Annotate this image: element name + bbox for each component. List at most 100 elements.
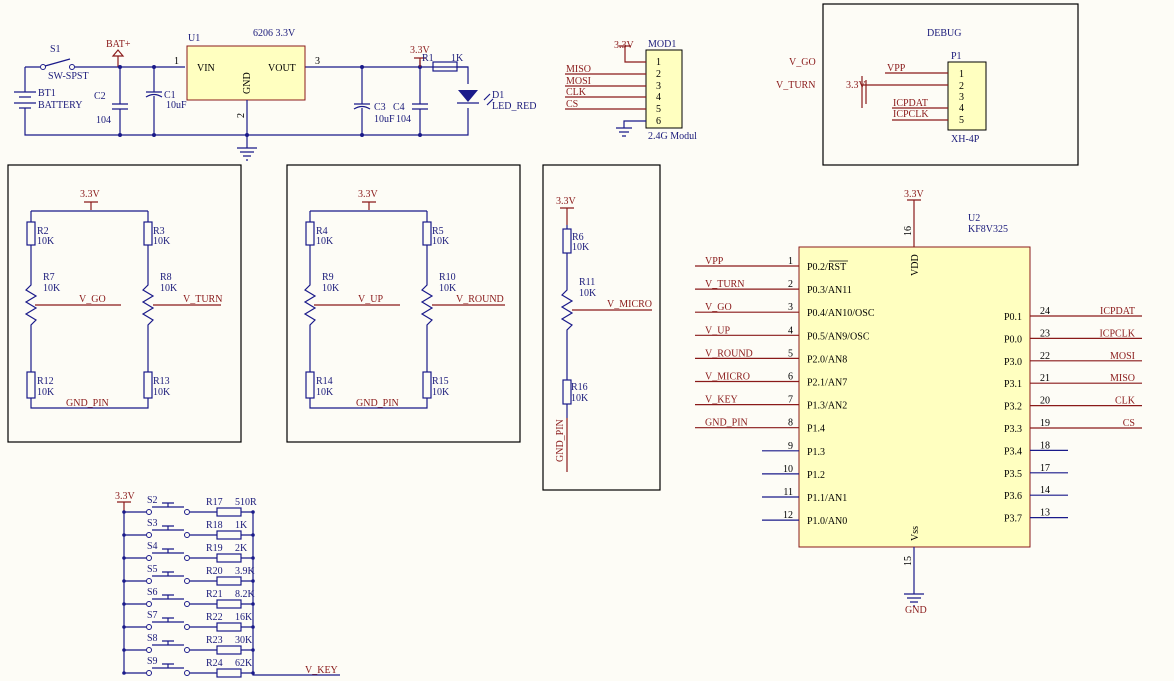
- mcu-right-pin-number: 22: [1040, 351, 1050, 362]
- u2-part: KF8V325: [968, 224, 1008, 235]
- pot3-r11: R11: [579, 277, 595, 288]
- pot3-r11-val: 10K: [579, 288, 597, 299]
- key-switch-ref: S2: [147, 495, 158, 506]
- key-switch-contact: [184, 601, 190, 607]
- key-resistor: [216, 507, 242, 517]
- pot-box-3: 3.3V R6 10K R11 10K V_MICRO R16 10K GND_…: [542, 164, 661, 491]
- mcu-right-pin-number: 23: [1040, 328, 1050, 339]
- key-switch-contact: [184, 532, 190, 538]
- p1-type: XH-4P: [951, 134, 980, 145]
- key-resistor-ref: R17: [206, 497, 223, 508]
- c1-value: 10uF: [166, 100, 187, 111]
- pot3-r16-val: 10K: [571, 393, 589, 404]
- pot1-gnd: GND_PIN: [66, 398, 109, 409]
- key-switch-plunger: [152, 617, 184, 623]
- pot2-gnd: GND_PIN: [356, 398, 399, 409]
- mod1-pin5: 5: [656, 104, 661, 115]
- key-resistor: [216, 599, 242, 609]
- pot1-r7: R7: [43, 272, 55, 283]
- mcu-left-net-label: V_ROUND: [705, 348, 753, 359]
- mcu-right-net-label: MISO: [1110, 373, 1135, 384]
- mcu-left-pin-number: 1: [788, 256, 793, 267]
- c3-value: 10uF: [374, 114, 395, 125]
- regulator-u1: [186, 45, 306, 101]
- keys-net: V_KEY: [305, 665, 338, 676]
- mcu-left-pin-name: P1.3/AN2: [807, 401, 847, 412]
- p1-pin1: 1: [959, 69, 964, 80]
- mcu-left-pin-name: P0.2/RST: [807, 262, 846, 273]
- key-resistor-value: 16K: [235, 612, 253, 623]
- key-switch-ref: S5: [147, 564, 158, 575]
- key-junction: [122, 556, 126, 560]
- key-resistor-value: 30K: [235, 635, 253, 646]
- c3-ref: C3: [374, 102, 386, 113]
- u2-gnd: GND: [905, 605, 927, 616]
- key-switch-contact: [146, 578, 152, 584]
- d1-ref: D1: [492, 90, 504, 101]
- d1-value: LED_RED: [492, 101, 536, 112]
- pot1-r12: R12: [37, 376, 54, 387]
- mcu-right-pin-name: P3.1: [1004, 379, 1022, 390]
- debug-title: DEBUG: [927, 28, 961, 39]
- key-junction: [122, 671, 126, 675]
- pot-box-2: 3.3V R4 10K R5 10K R9 10K R10 10K V_UP V…: [286, 164, 521, 443]
- pot1-vcc: 3.3V: [80, 189, 101, 200]
- key-resistor-ref: R18: [206, 520, 223, 531]
- mcu-right-pin-number: 18: [1040, 440, 1050, 451]
- key-switch-contact: [184, 578, 190, 584]
- key-switch-contact: [184, 509, 190, 515]
- pot1-r13-val: 10K: [153, 387, 171, 398]
- pot2-net-a: V_UP: [358, 294, 383, 305]
- mcu-right-pin-number: 21: [1040, 373, 1050, 384]
- key-switch-contact: [146, 509, 152, 515]
- mcu-right-pin-name: P3.7: [1004, 514, 1022, 525]
- u2-vdd-num: 16: [903, 226, 914, 236]
- key-junction: [251, 510, 255, 514]
- pot3-net: V_MICRO: [607, 299, 652, 310]
- bt1-value: BATTERY: [38, 100, 82, 111]
- pot2-vcc: 3.3V: [358, 189, 379, 200]
- u1-pin2: 2: [236, 113, 247, 118]
- key-switch-plunger: [152, 640, 184, 646]
- mcu-right-net-label: MOSI: [1110, 351, 1135, 362]
- mcu-right-pin-name: P3.5: [1004, 469, 1022, 480]
- mcu-right-pin-number: 24: [1040, 306, 1050, 317]
- key-switch-plunger: [152, 571, 184, 577]
- u2-vss: Vss: [910, 526, 921, 541]
- mcu-right-pin-name: P0.1: [1004, 312, 1022, 323]
- key-resistor: [216, 576, 242, 586]
- pot3-r6-val: 10K: [572, 242, 590, 253]
- mcu-left-pin-name: P1.2: [807, 470, 825, 481]
- pot1-net-b: V_TURN: [183, 294, 222, 305]
- key-resistor-value: 8.2K: [235, 589, 256, 600]
- key-resistor-value: 2K: [235, 543, 248, 554]
- u2-vss-num: 15: [903, 556, 914, 566]
- r1-value: 1K: [451, 53, 464, 64]
- key-switch-ref: S9: [147, 656, 158, 667]
- mcu-left-net-label: GND_PIN: [705, 418, 748, 429]
- key-switch-ref: S4: [147, 541, 158, 552]
- key-switch-contact: [146, 601, 152, 607]
- mod1-pin1: 1: [656, 57, 661, 68]
- pot2-r15: R15: [432, 376, 449, 387]
- key-resistor: [216, 622, 242, 632]
- mcu-left-pin-name: P0.3/AN11: [807, 285, 852, 296]
- pot2-r4: R4: [316, 226, 328, 237]
- mod1-ref: MOD1: [648, 39, 676, 50]
- key-junction: [251, 625, 255, 629]
- mod1-net-miso: MISO: [566, 64, 591, 75]
- debug-section: DEBUG P1 XH-4P 1 2 3 4 5 VPP 3.3V ICPDAT…: [776, 3, 1079, 166]
- key-switch-plunger: [152, 663, 184, 669]
- mcu-left-pin-number: 11: [783, 487, 793, 498]
- mcu-left-net-label: V_TURN: [705, 279, 744, 290]
- mcu-left-pin-name: P1.0/AN0: [807, 516, 847, 527]
- key-junction: [251, 533, 255, 537]
- mcu-left-net-label: V_UP: [705, 325, 730, 336]
- mcu-right-pin-name: P3.2: [1004, 402, 1022, 413]
- mcu-u2: U2 KF8V325 3.3V 16 VDD Vss 15 GND 1P0.2/…: [695, 189, 1142, 616]
- pot2-r10-val: 10K: [439, 283, 457, 294]
- key-resistor-ref: R22: [206, 612, 223, 623]
- key-junction: [122, 533, 126, 537]
- key-junction: [251, 671, 255, 675]
